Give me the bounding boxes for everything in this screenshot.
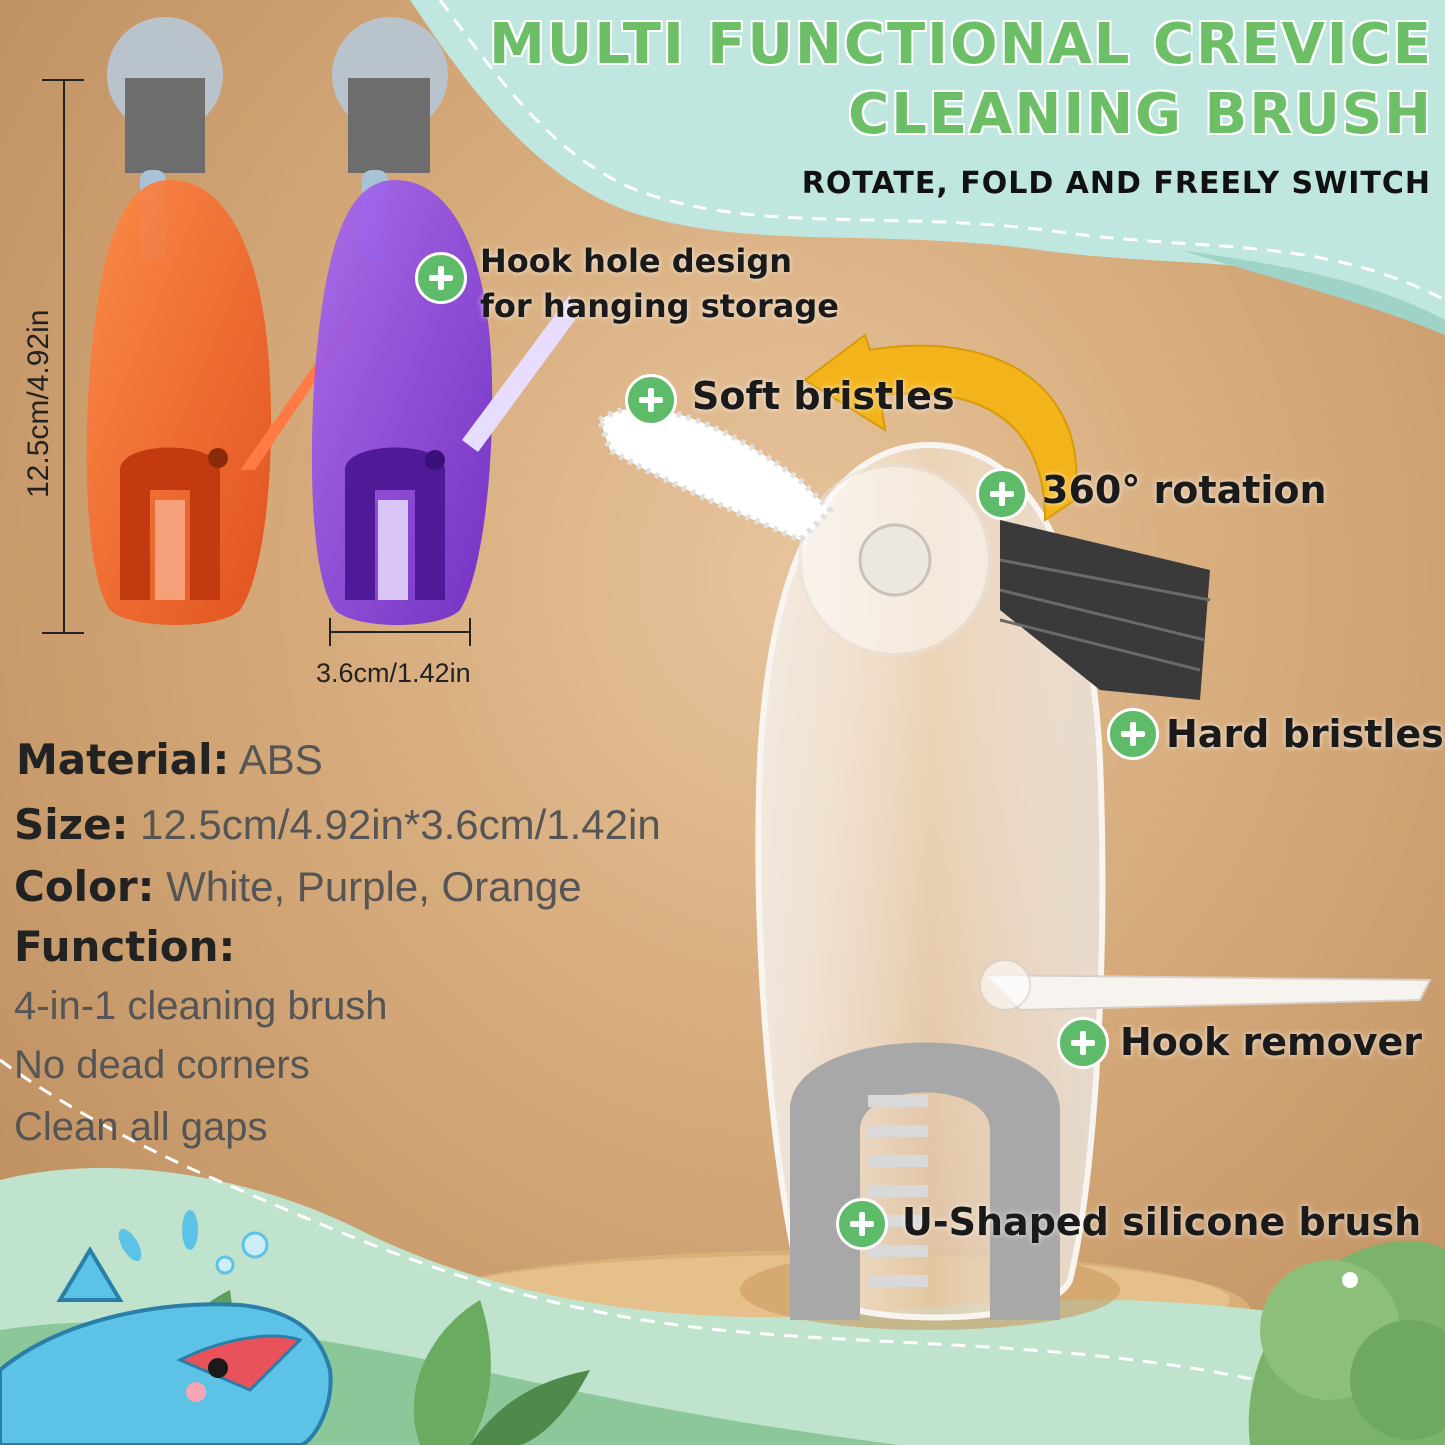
spec-function-label: Function: [14,922,236,971]
main-clear-brush-image [596,405,1432,1330]
plus-icon [1107,708,1159,760]
callout-hook-hole-line2: for hanging storage [480,287,839,325]
callout-soft-bristles: Soft bristles [692,374,955,418]
spec-material-label: Material: [16,735,230,784]
callout-hook-remover: Hook remover [1120,1020,1423,1064]
title-line-2: CLEANING BRUSH [848,82,1433,147]
width-dimension [329,618,471,646]
spec-color: Color: White, Purple, Orange [14,862,582,911]
plus-icon [1057,1017,1109,1069]
title-line-1: MULTI FUNCTIONAL CREVICE [489,12,1433,77]
height-dimension [42,79,84,634]
spec-material-value: ABS [238,736,323,783]
function-item: No dead corners [14,1043,310,1087]
plus-icon [976,468,1028,520]
callout-u-shaped: U-Shaped silicone brush [902,1200,1422,1244]
callout-hook-hole-line1: Hook hole design [480,242,793,280]
shark-mascot [0,1210,333,1445]
spec-size: Size: 12.5cm/4.92in*3.6cm/1.42in [14,800,661,849]
function-item: 4-in-1 cleaning brush [14,984,388,1028]
plus-icon [625,374,677,426]
width-dimension-label: 3.6cm/1.42in [316,658,471,688]
header-wave [410,0,1445,320]
callout-rotation: 360° rotation [1042,468,1327,512]
callout-hard-bristles: Hard bristles [1166,712,1444,756]
orange-brush-image [86,17,360,625]
plus-icon [415,252,467,304]
spec-size-value: 12.5cm/4.92in*3.6cm/1.42in [140,801,661,848]
plus-icon [836,1198,888,1250]
spec-color-value: White, Purple, Orange [166,863,582,910]
spec-function: Function: [14,922,235,971]
spec-color-label: Color: [14,862,155,911]
spec-material: Material: ABS [16,735,323,784]
height-dimension-label: 12.5cm/4.92in [22,309,55,498]
subtitle: ROTATE, FOLD AND FREELY SWITCH [801,166,1431,201]
function-item: Clean all gaps [14,1105,268,1149]
spec-size-label: Size: [14,800,129,849]
rotation-arrow [803,333,1078,522]
